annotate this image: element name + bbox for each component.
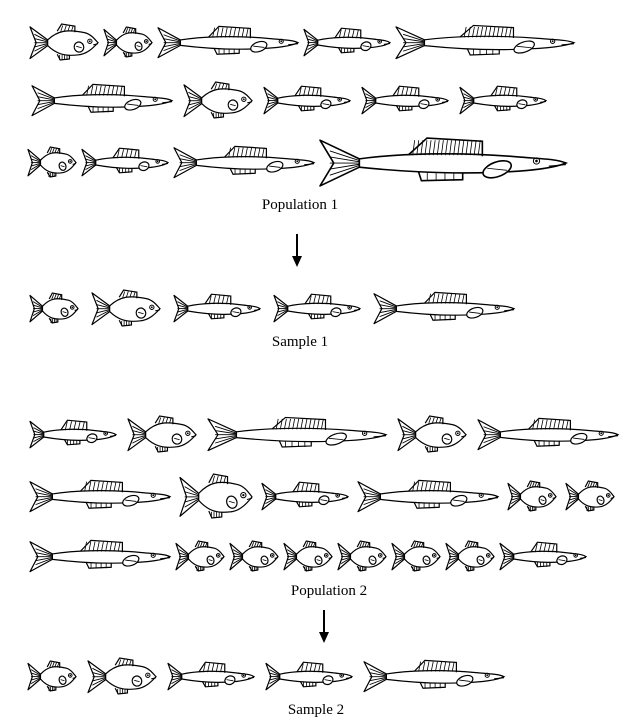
population2-fish-1-3 [207,416,388,452]
population-1-to-sample-1-arrow [292,234,302,267]
sample2-fish-1-2 [87,657,157,695]
population1-fish-2-4 [361,85,450,115]
population1-fish-3-2 [81,147,170,177]
population1-fish-1-2 [103,26,153,58]
population1-fish-3-3 [173,145,316,179]
population2-fish-3-4 [283,540,333,572]
population2-fish-group [29,415,620,573]
population1-fish-2-2 [183,81,253,119]
sample1-fish-1-3 [173,293,262,323]
population1-fish-3-1 [27,146,77,178]
population2-fish-2-1 [29,479,172,513]
population2-fish-2-4 [357,479,500,513]
population2-fish-1-1 [29,419,118,449]
sample1-fish-1-2 [91,289,161,327]
population1-fish-2-5 [459,85,548,115]
sample-2-label: Sample 2 [287,702,345,718]
sample2-fish-group [27,657,506,695]
population1-fish-1-3 [157,25,300,59]
sample1-fish-1-5 [373,291,516,325]
sample2-fish-1-3 [167,661,256,691]
sample-1-label: Sample 1 [271,334,329,350]
population-2-to-sample-2-arrow [319,610,329,643]
population2-fish-3-8 [499,541,588,571]
population2-fish-2-3 [261,481,350,511]
population2-fish-3-5 [337,540,387,572]
population-1-label: Population 1 [261,197,339,213]
population2-fish-1-4 [397,415,467,453]
fish-layer [27,23,620,695]
population2-fish-3-1 [29,539,172,573]
sample1-fish-1-4 [273,293,362,323]
sample2-fish-1-5 [363,659,506,693]
population2-fish-2-6 [565,480,615,512]
population2-fish-3-3 [229,540,279,572]
population2-fish-2-2 [179,473,253,519]
sample2-fish-1-4 [265,661,354,691]
population1-fish-2-1 [31,83,174,117]
population2-fish-1-2 [127,415,197,453]
sample1-fish-group [29,289,516,327]
population1-fish-1-4 [303,27,392,57]
population2-fish-3-7 [445,540,495,572]
population-2-label: Population 2 [290,583,368,599]
population2-fish-3-2 [175,540,225,572]
population1-fish-1-5 [395,24,576,60]
sample1-fish-1-1 [29,292,79,324]
sample2-fish-1-1 [27,660,77,692]
population2-fish-1-5 [477,417,620,451]
population1-fish-1-1 [29,23,99,61]
population1-fish-group [27,23,576,187]
population2-fish-3-6 [391,540,441,572]
population1-fish-2-3 [263,85,352,115]
population2-fish-2-5 [507,480,557,512]
population1-fish-3-4 [319,137,569,187]
